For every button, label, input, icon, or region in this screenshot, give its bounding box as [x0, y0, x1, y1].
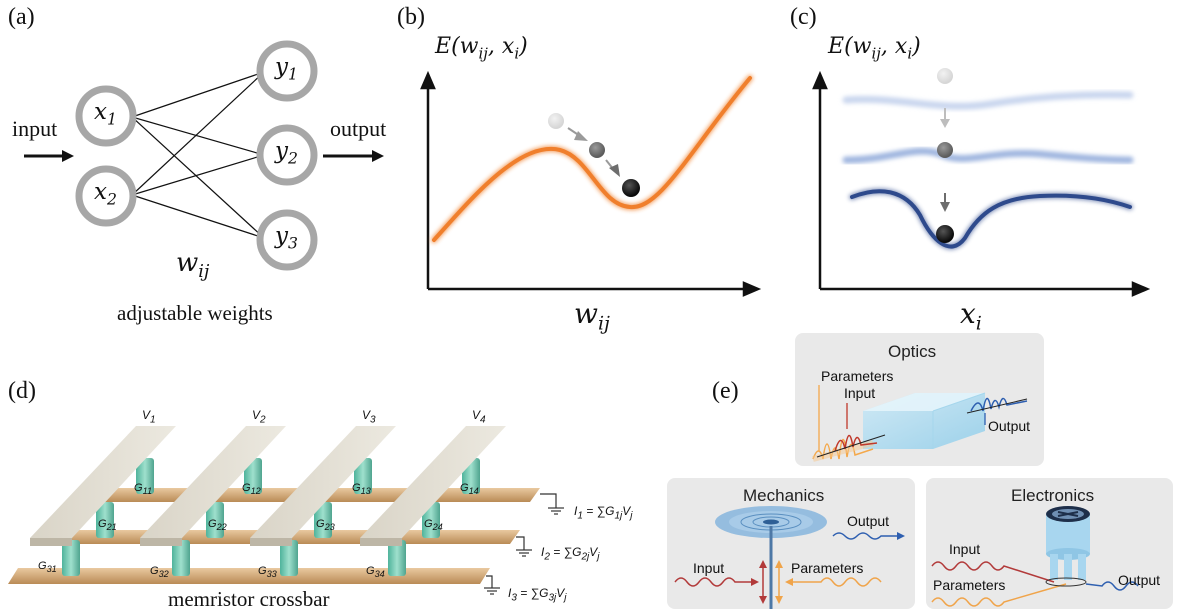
optics-title: Optics — [888, 342, 937, 361]
mechanics-title: Mechanics — [743, 486, 825, 505]
output-node-y3 — [256, 209, 318, 271]
ball-dark — [622, 179, 640, 197]
optics-input-label: Input — [844, 385, 876, 401]
optics-parameters-label: Parameters — [821, 368, 894, 384]
weight-label: wij — [176, 248, 210, 283]
node-x2-label: x2 — [94, 179, 117, 209]
input-node-x1 — [75, 85, 137, 147]
memristor-crossbar-caption: memristor crossbar — [168, 587, 330, 611]
energy-axis-label-c: E(wij, xi) — [828, 34, 921, 63]
node-x1-label: x1 — [94, 99, 117, 129]
xaxis-label-c: xi — [960, 297, 982, 335]
g23-label: G23 — [316, 518, 335, 533]
node-y2-label: y2 — [275, 138, 298, 168]
g11-label: G11 — [134, 482, 153, 497]
neural-network-diagram — [24, 40, 384, 271]
ball-mid — [589, 142, 605, 158]
motion-arrows-c — [940, 108, 950, 212]
panel-c-label: (c) — [790, 4, 817, 30]
ball-c-top — [937, 68, 953, 84]
memristor-crossbar-diagram — [8, 426, 564, 595]
axes-c — [812, 70, 1151, 297]
panel-a-label: (a) — [8, 4, 35, 30]
voltage-label-v2: V2 — [252, 408, 266, 426]
node-y3-label: y3 — [275, 223, 298, 253]
electronics-illustration — [931, 506, 1139, 607]
current-label-i3: I3 = ∑G3jVj — [508, 586, 567, 604]
g34-label: G34 — [366, 565, 385, 580]
energy-curve-c-bottom — [849, 188, 1133, 250]
optics-output-label: Output — [988, 418, 1031, 434]
optics-illustration — [812, 385, 1028, 462]
ball-c-bottom — [936, 225, 954, 243]
network-connections — [131, 71, 265, 239]
panel-d-label: (d) — [8, 378, 36, 404]
g21-label: G21 — [98, 518, 117, 533]
crossbar-columns — [30, 426, 506, 546]
output-arrow — [323, 150, 384, 162]
g31-label: G31 — [38, 560, 57, 575]
mechanics-input-label: Input — [693, 560, 725, 576]
input-label: input — [12, 116, 58, 141]
ground-wires — [484, 493, 564, 595]
voltage-label-v4: V4 — [472, 408, 486, 426]
g33-label: G33 — [258, 565, 277, 580]
panel-b-label: (b) — [397, 4, 425, 30]
electronics-title: Electronics — [1011, 486, 1095, 505]
input-arrow — [24, 150, 74, 162]
axes-b — [420, 70, 762, 297]
adjustable-weights-caption: adjustable weights — [117, 301, 273, 325]
g24-label: G24 — [424, 518, 443, 533]
voltage-label-v1: V1 — [142, 408, 156, 426]
energy-curve-c-mid — [842, 147, 1134, 164]
motion-arrows-b — [567, 127, 620, 177]
energy-landscape-b — [420, 70, 762, 297]
electronics-parameters-label: Parameters — [933, 577, 1006, 593]
energy-curve-c-top — [842, 91, 1134, 110]
ball-c-mid — [937, 142, 953, 158]
g13-label: G13 — [352, 482, 371, 497]
input-node-x2 — [75, 165, 137, 227]
g14-label: G14 — [460, 482, 479, 497]
g32-label: G32 — [150, 565, 169, 580]
node-y1-label: y1 — [275, 54, 298, 84]
mechanics-illustration — [674, 506, 905, 609]
electronics-input-label: Input — [949, 541, 981, 557]
panel-e-label: (e) — [712, 378, 739, 404]
energy-landscape-c — [812, 68, 1151, 297]
current-label-i1: I1 = ∑G1jVj — [574, 504, 633, 522]
output-node-y1 — [256, 40, 318, 102]
g22-label: G22 — [208, 518, 227, 533]
electronics-output-label: Output — [1118, 572, 1161, 588]
output-node-y2 — [256, 124, 318, 186]
g12-label: G12 — [242, 482, 261, 497]
output-label: output — [330, 116, 387, 141]
mechanics-box — [667, 478, 915, 609]
voltage-label-v3: V3 — [362, 408, 376, 426]
mechanics-parameters-label: Parameters — [791, 560, 864, 576]
xaxis-label-b: wij — [574, 297, 610, 335]
current-label-i2: I2 = ∑G2jVj — [541, 545, 600, 563]
ball-light — [548, 113, 564, 129]
mechanics-output-label: Output — [847, 513, 890, 529]
energy-axis-label-b: E(wij, xi) — [435, 34, 528, 63]
